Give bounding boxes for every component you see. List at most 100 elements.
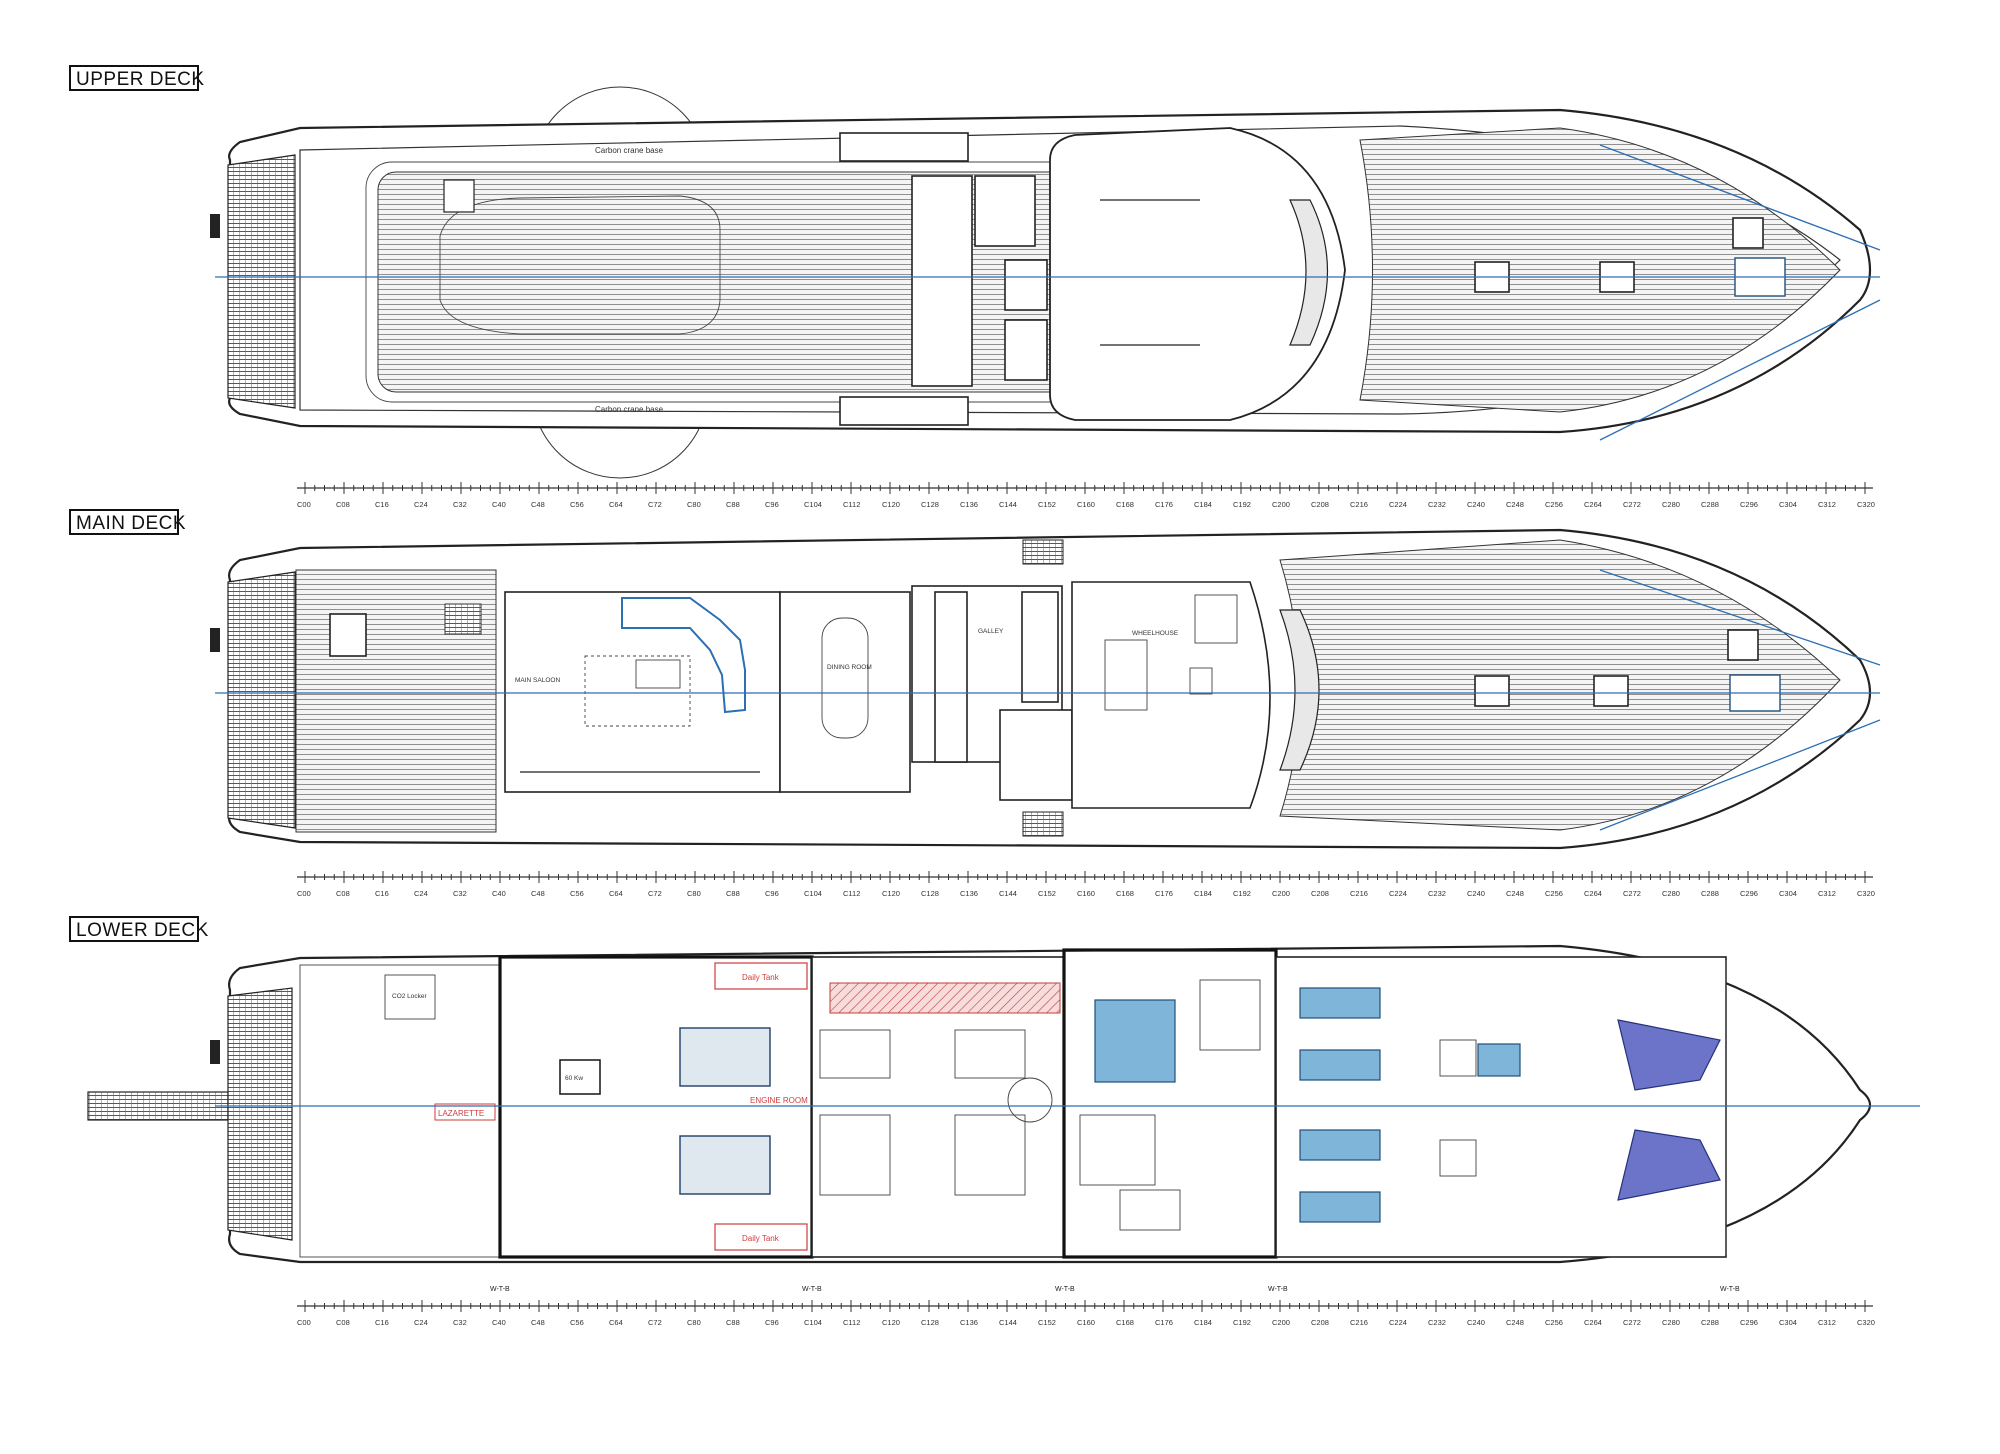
main-windshield [1279, 609, 1320, 771]
genset-label: 60 Kw [565, 1075, 583, 1082]
ruler-tick-label: C64 [609, 500, 623, 509]
ruler-tick-label: C296 [1740, 500, 1758, 509]
daily-tank-top-label: Daily Tank [742, 973, 780, 982]
co2-locker-label: CO2 Locker [392, 993, 428, 1000]
ruler-tick-label: C32 [453, 1318, 467, 1327]
ruler-tick-label: C224 [1389, 889, 1407, 898]
wtb-label-5: W-T-B [1720, 1286, 1740, 1293]
ruler-tick-label: C200 [1272, 500, 1290, 509]
daily-tank-bottom [714, 1223, 808, 1251]
ruler-tick-label: C272 [1623, 1318, 1641, 1327]
ruler-tick-label: C160 [1077, 500, 1095, 509]
crew-spiral-stair [1007, 1077, 1053, 1123]
ruler-tick-label: C144 [999, 1318, 1017, 1327]
ruler-tick-label: C16 [375, 1318, 389, 1327]
owner-bed [1094, 999, 1176, 1083]
upper-deck-label: UPPER DECK [76, 69, 205, 90]
ruler-tick-label: C320 [1857, 1318, 1875, 1327]
galley-counter [1021, 591, 1059, 703]
main-deck-label-box [69, 509, 179, 535]
upper-hatch-3 [1732, 217, 1764, 249]
owner-desk [1119, 1189, 1181, 1231]
genset [559, 1059, 601, 1095]
ruler-tick-label: C288 [1701, 889, 1719, 898]
ruler-tick-label: C168 [1116, 889, 1134, 898]
upper-hardtop [1049, 127, 1346, 421]
ruler-tick-label: C104 [804, 889, 822, 898]
ruler-tick-label: C24 [414, 1318, 428, 1327]
ruler-tick-label: C304 [1779, 500, 1797, 509]
ruler-tick-label: C264 [1584, 889, 1602, 898]
ruler-tick-label: C00 [297, 889, 311, 898]
saloon-blue-sofa [621, 597, 746, 714]
ruler-tick-label: C208 [1311, 500, 1329, 509]
guest-bathroom-2 [1439, 1139, 1477, 1177]
wtb-label-4: W-T-B [1268, 1286, 1288, 1293]
ruler-tick-label: C160 [1077, 889, 1095, 898]
ruler-tick-label: C128 [921, 1318, 939, 1327]
ruler-tick-label: C176 [1155, 500, 1173, 509]
upper-sunpad-bottom [839, 396, 969, 426]
ruler-tick-label: C248 [1506, 500, 1524, 509]
ruler-tick-label: C320 [1857, 500, 1875, 509]
wtb-label-1: W-T-B [490, 1286, 510, 1293]
owner-bathroom [1199, 979, 1261, 1051]
ruler-tick-label: C96 [765, 1318, 779, 1327]
ruler-tick-label: C136 [960, 1318, 978, 1327]
ruler-tick-label: C232 [1428, 889, 1446, 898]
ruler-tick-label: C08 [336, 889, 350, 898]
main-engine-starboard [679, 1135, 771, 1195]
ruler-tick-label: C120 [882, 1318, 900, 1327]
main-side-door-bottom [1022, 811, 1064, 837]
ruler-tick-label: C224 [1389, 1318, 1407, 1327]
ruler-tick-label: C104 [804, 500, 822, 509]
lazarette-label: LAZARETTE [438, 1109, 484, 1118]
wheelhouse-chart-table [1194, 594, 1238, 644]
co2-locker-box [384, 974, 436, 1020]
main-saloon-room [504, 591, 781, 793]
ruler-tick-label: C256 [1545, 889, 1563, 898]
ruler-tick-label: C168 [1116, 500, 1134, 509]
ruler-tick-label: C144 [999, 889, 1017, 898]
ruler-tick-label: C296 [1740, 889, 1758, 898]
crane-label-bottom: Carbon crane base [595, 405, 664, 414]
wtb-label-3: W-T-B [1055, 1286, 1075, 1293]
ruler-tick-label: C80 [687, 1318, 701, 1327]
vip-bed-top [1617, 1019, 1721, 1091]
guest-bed-2 [1299, 1049, 1381, 1081]
ruler-tick-label: C00 [297, 1318, 311, 1327]
wheelhouse-label: WHEELHOUSE [1132, 630, 1179, 637]
ruler-tick-label: C160 [1077, 1318, 1095, 1327]
ruler-tick-label: C184 [1194, 500, 1212, 509]
dining-table [821, 617, 869, 739]
wtb-label-2: W-T-B [802, 1286, 822, 1293]
ruler-tick-label: C176 [1155, 1318, 1173, 1327]
ruler-tick-label: C40 [492, 1318, 506, 1327]
ruler-tick-label: C200 [1272, 889, 1290, 898]
upper-anchor-line-1 [1599, 144, 1881, 251]
main-hatch-2 [1593, 675, 1629, 707]
upper-anchor-line-2 [1599, 299, 1881, 441]
daily-tank-top [714, 962, 808, 990]
ruler-tick-label: C192 [1233, 889, 1251, 898]
ruler-tick-label: C216 [1350, 889, 1368, 898]
ruler-tick-label: C128 [921, 500, 939, 509]
ruler-tick-label: C256 [1545, 500, 1563, 509]
galley-label: GALLEY [978, 628, 1004, 635]
ruler-tick-label: C144 [999, 500, 1017, 509]
saloon-coffee-table [635, 659, 681, 689]
ruler-tick-label: C312 [1818, 500, 1836, 509]
main-deck: MAIN DECK MAIN SALOON DINING ROOM GALLEY [69, 509, 1881, 850]
ruler-tick-label: C40 [492, 500, 506, 509]
ruler-tick-label: C56 [570, 889, 584, 898]
ruler-tick-label: C48 [531, 500, 545, 509]
ruler-tick-label: C152 [1038, 1318, 1056, 1327]
ruler-tick-label: C312 [1818, 889, 1836, 898]
ruler-tick-label: C24 [414, 889, 428, 898]
upper-windshield [1289, 199, 1328, 346]
ruler-tick-label: C08 [336, 1318, 350, 1327]
ruler-tick-label: C88 [726, 500, 740, 509]
owner-sofa [1079, 1114, 1156, 1186]
ruler-tick-label: C80 [687, 889, 701, 898]
